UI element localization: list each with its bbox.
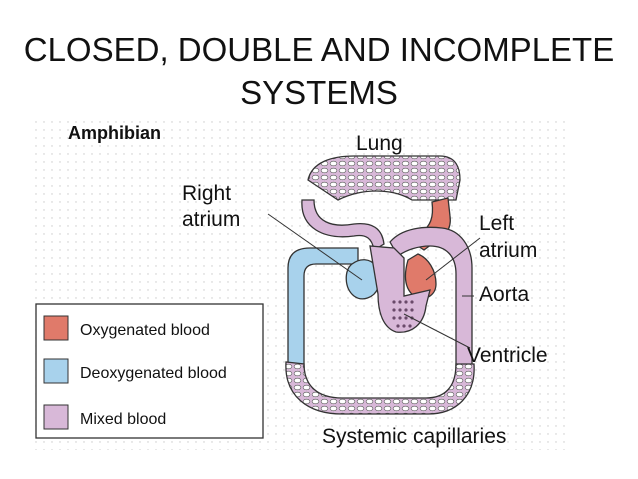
legend-swatch-deoxygenated: [43, 358, 69, 384]
legend-swatch-mixed: [43, 404, 69, 430]
lung-label: Lung: [356, 132, 403, 155]
right-atrium-leader: [267, 213, 363, 281]
legend-item-oxygenated: Oxygenated blood: [43, 315, 210, 341]
legend-label-mixed: Mixed blood: [80, 411, 166, 428]
ventricle-leader: [403, 313, 471, 349]
right-atrium-label-line-1: Right: [182, 182, 231, 205]
ventricle: [369, 245, 431, 333]
legend-swatch-oxygenated: [43, 315, 69, 341]
right-atrium-label-line-2: atrium: [182, 208, 240, 231]
legend-label-oxygenated: Oxygenated blood: [80, 322, 210, 339]
title-line-2: SYSTEMS: [240, 74, 398, 111]
legend-item-deoxygenated: Deoxygenated blood: [43, 358, 227, 384]
legend-label-deoxygenated: Deoxygenated blood: [80, 365, 227, 382]
amphibian-circulation-diagram: Amphibian Lung Right atrium Left atrium: [32, 118, 570, 450]
left-atrium: [404, 253, 437, 299]
ventricle-label: Ventricle: [467, 344, 548, 367]
diagram-heading: Amphibian: [68, 123, 161, 143]
left-atrium-label-line-2: atrium: [479, 239, 537, 262]
leader-lines: [267, 213, 481, 349]
legend-item-mixed: Mixed blood: [43, 404, 166, 430]
systemic-capillaries-label: Systemic capillaries: [322, 425, 506, 448]
lung-capillary-bed: [307, 155, 461, 201]
aorta-label: Aorta: [479, 283, 530, 306]
left-atrium-leader: [425, 237, 481, 281]
legend: Oxygenated blood Deoxygenated blood Mixe…: [35, 303, 264, 439]
legend-box: [35, 303, 264, 439]
systemic-capillary-bed: [285, 361, 475, 415]
right-atrium: [345, 259, 379, 300]
slide-title: CLOSED, DOUBLE AND INCOMPLETE SYSTEMS: [0, 28, 638, 114]
title-line-1: CLOSED, DOUBLE AND INCOMPLETE: [23, 31, 615, 68]
left-atrium-label-line-1: Left: [479, 212, 514, 235]
